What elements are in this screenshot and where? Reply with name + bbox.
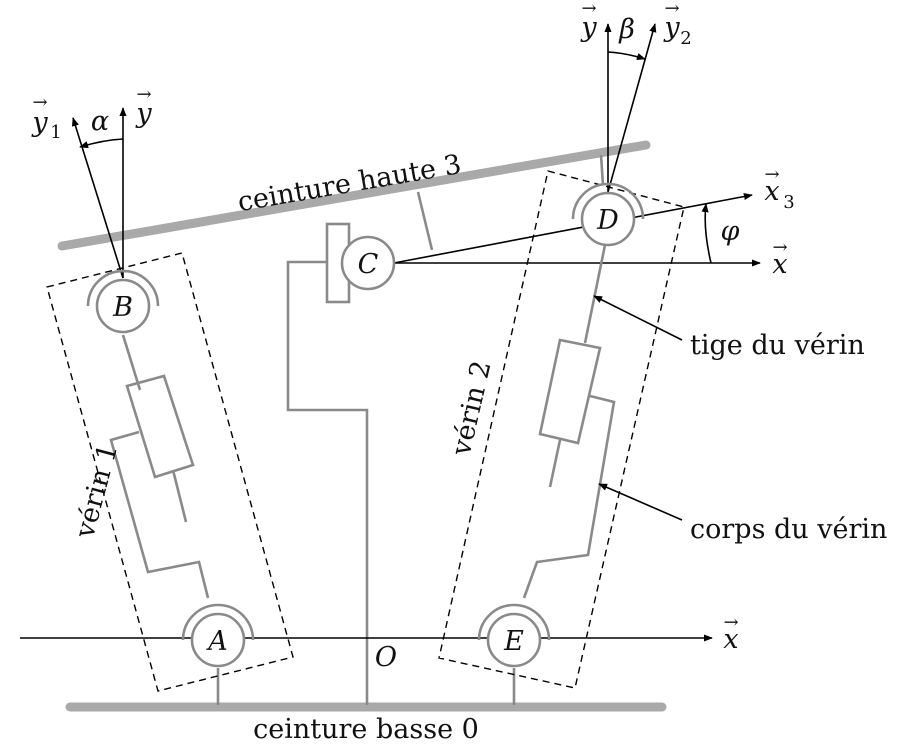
svg-text:→: → [581,0,596,19]
top-belt-label: ceinture haute 3 [235,149,463,218]
rod-label: tige du vérin [690,330,865,361]
central-column [286,260,369,705]
jack2-envelope [438,170,685,689]
svg-text:x: x [764,176,779,207]
top-belt-link-d [599,154,605,186]
point-o-label: O [375,642,397,673]
x3-axis [393,192,753,264]
svg-text:1: 1 [50,122,61,143]
joint-b [95,278,151,334]
svg-text:→: → [723,612,738,633]
vector-y-label-b: y → [135,84,152,129]
svg-text:→: → [772,237,787,258]
svg-text:→: → [136,84,151,105]
svg-text:→: → [764,164,779,185]
vector-y2-label: y 2 → [663,0,691,49]
jack1-envelope [46,252,294,692]
top-belt-bar [57,140,651,251]
rod-pointer [593,295,683,341]
alpha-arc [79,138,124,149]
beta-arc [607,51,646,60]
jack2-rod [583,244,607,344]
alpha-label: α [91,106,109,137]
vector-x-label-c: x → [772,237,787,280]
svg-text:x: x [772,249,787,280]
top-belt-link-c [416,191,434,251]
joint-c [340,235,396,291]
jack1-rod-end [171,469,188,523]
joint-d [580,191,636,247]
joint-e-arc [477,603,551,641]
svg-text:3: 3 [783,192,794,213]
svg-text:y: y [31,107,48,138]
jack2-body [522,394,616,599]
jack1-piston [125,374,195,479]
phi-label: φ [721,216,740,247]
vector-y1-label: y 1 → [31,92,61,143]
point-a-label: A [205,626,228,657]
vector-y-label-d: y → [580,0,597,43]
body-label: corps du vérin [690,514,887,545]
y2-axis [607,23,657,193]
jack1-rod [121,334,142,391]
svg-text:x: x [723,624,738,655]
svg-text:y: y [663,12,680,43]
svg-text:→: → [32,92,47,113]
jack1-label: vérin 1 [69,440,124,542]
svg-text:y: y [135,98,152,129]
jack2-rod-end [548,439,562,488]
svg-text:→: → [664,0,679,19]
point-d-label: D [596,205,619,236]
jack1-body [109,430,210,599]
point-b-label: B [112,292,133,323]
point-c-label: C [358,249,379,280]
joint-d-arc [571,182,645,220]
joint-e [486,612,542,668]
joint-a-arc [181,603,255,641]
jack2-piston [538,338,602,445]
svg-text:2: 2 [680,28,691,49]
jack2-label: vérin 2 [446,358,498,459]
joint-b-arc [86,269,160,307]
point-e-label: E [503,626,524,657]
vector-x3-label: x 3 → [764,164,794,213]
phi-arc [701,203,712,264]
vector-x-label-base: x → [723,612,738,655]
joint-a [190,612,246,668]
beta-label: β [618,14,635,45]
bottom-belt-label: ceinture basse 0 [253,714,479,745]
body-pointer [598,483,683,521]
svg-text:y: y [580,12,597,43]
